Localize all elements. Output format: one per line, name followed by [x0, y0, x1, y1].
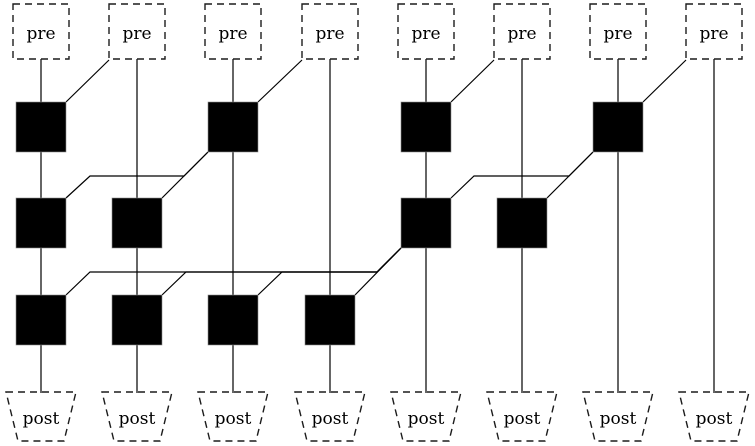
butterfly-square-r1-c5 — [400, 101, 452, 153]
post-node-2-label: post — [119, 409, 156, 429]
post-node-8-box — [678, 391, 750, 442]
post-node-1-box — [5, 391, 77, 442]
butterfly-square-r3-c4 — [304, 294, 356, 346]
butterfly-square-r1-c1 — [15, 101, 67, 153]
pre-node-6-label: pre — [507, 24, 536, 44]
post-node-6-box — [486, 391, 558, 442]
butterfly-square-r3-c2 — [111, 294, 163, 346]
pre-node-1-box — [12, 3, 70, 60]
post-node-2-box — [101, 391, 173, 442]
post-node-8-label: post — [696, 409, 733, 429]
edge-r1c3-to-r2c2 — [161, 151, 209, 199]
pre-node-2-label: pre — [122, 24, 151, 44]
butterfly-square-r1-c7 — [592, 101, 644, 153]
post-node-4-label: post — [312, 409, 349, 429]
pre-node-4-label: pre — [315, 24, 344, 44]
pre-node-8-label: pre — [699, 24, 728, 44]
edge-r2c5-to-r3c4 — [354, 247, 402, 296]
butterfly-square-r2-c6 — [496, 197, 548, 249]
pre-node-6-box — [493, 3, 551, 60]
post-node-7-label: post — [600, 409, 637, 429]
edge-r1c7-to-r2c6 — [546, 151, 594, 199]
pre-node-5-box — [397, 3, 455, 60]
butterfly-square-r3-c1 — [15, 294, 67, 346]
pre-node-4-box — [301, 3, 359, 60]
butterfly-square-r2-c5 — [400, 197, 452, 249]
butterfly-square-r2-c2 — [111, 197, 163, 249]
pre-node-3-label: pre — [218, 24, 247, 44]
pre-node-3-box — [204, 3, 262, 60]
butterfly-square-r1-c3 — [207, 101, 259, 153]
edge-pre6-to-square-r1c5 — [450, 59, 495, 103]
edge-pre4-to-square-r1c3 — [257, 59, 303, 103]
pre-node-1-label: pre — [26, 24, 55, 44]
post-node-1-label: post — [23, 409, 60, 429]
pre-node-8-box — [685, 3, 743, 60]
post-node-4-box — [294, 391, 366, 442]
post-node-3-label: post — [215, 409, 252, 429]
post-node-6-label: post — [504, 409, 541, 429]
edge-pre2-to-square-r1c1 — [65, 59, 110, 103]
butterfly-square-r3-c3 — [207, 294, 259, 346]
post-node-3-box — [197, 391, 269, 442]
post-node-7-box — [582, 391, 654, 442]
post-node-5-label: post — [408, 409, 445, 429]
butterfly-square-r2-c1 — [15, 197, 67, 249]
pre-node-2-box — [108, 3, 166, 60]
pre-node-7-box — [589, 3, 647, 60]
pre-node-7-label: pre — [603, 24, 632, 44]
pre-node-5-label: pre — [411, 24, 440, 44]
edge-pre8-to-square-r1c7 — [642, 59, 687, 103]
post-node-5-box — [390, 391, 462, 442]
